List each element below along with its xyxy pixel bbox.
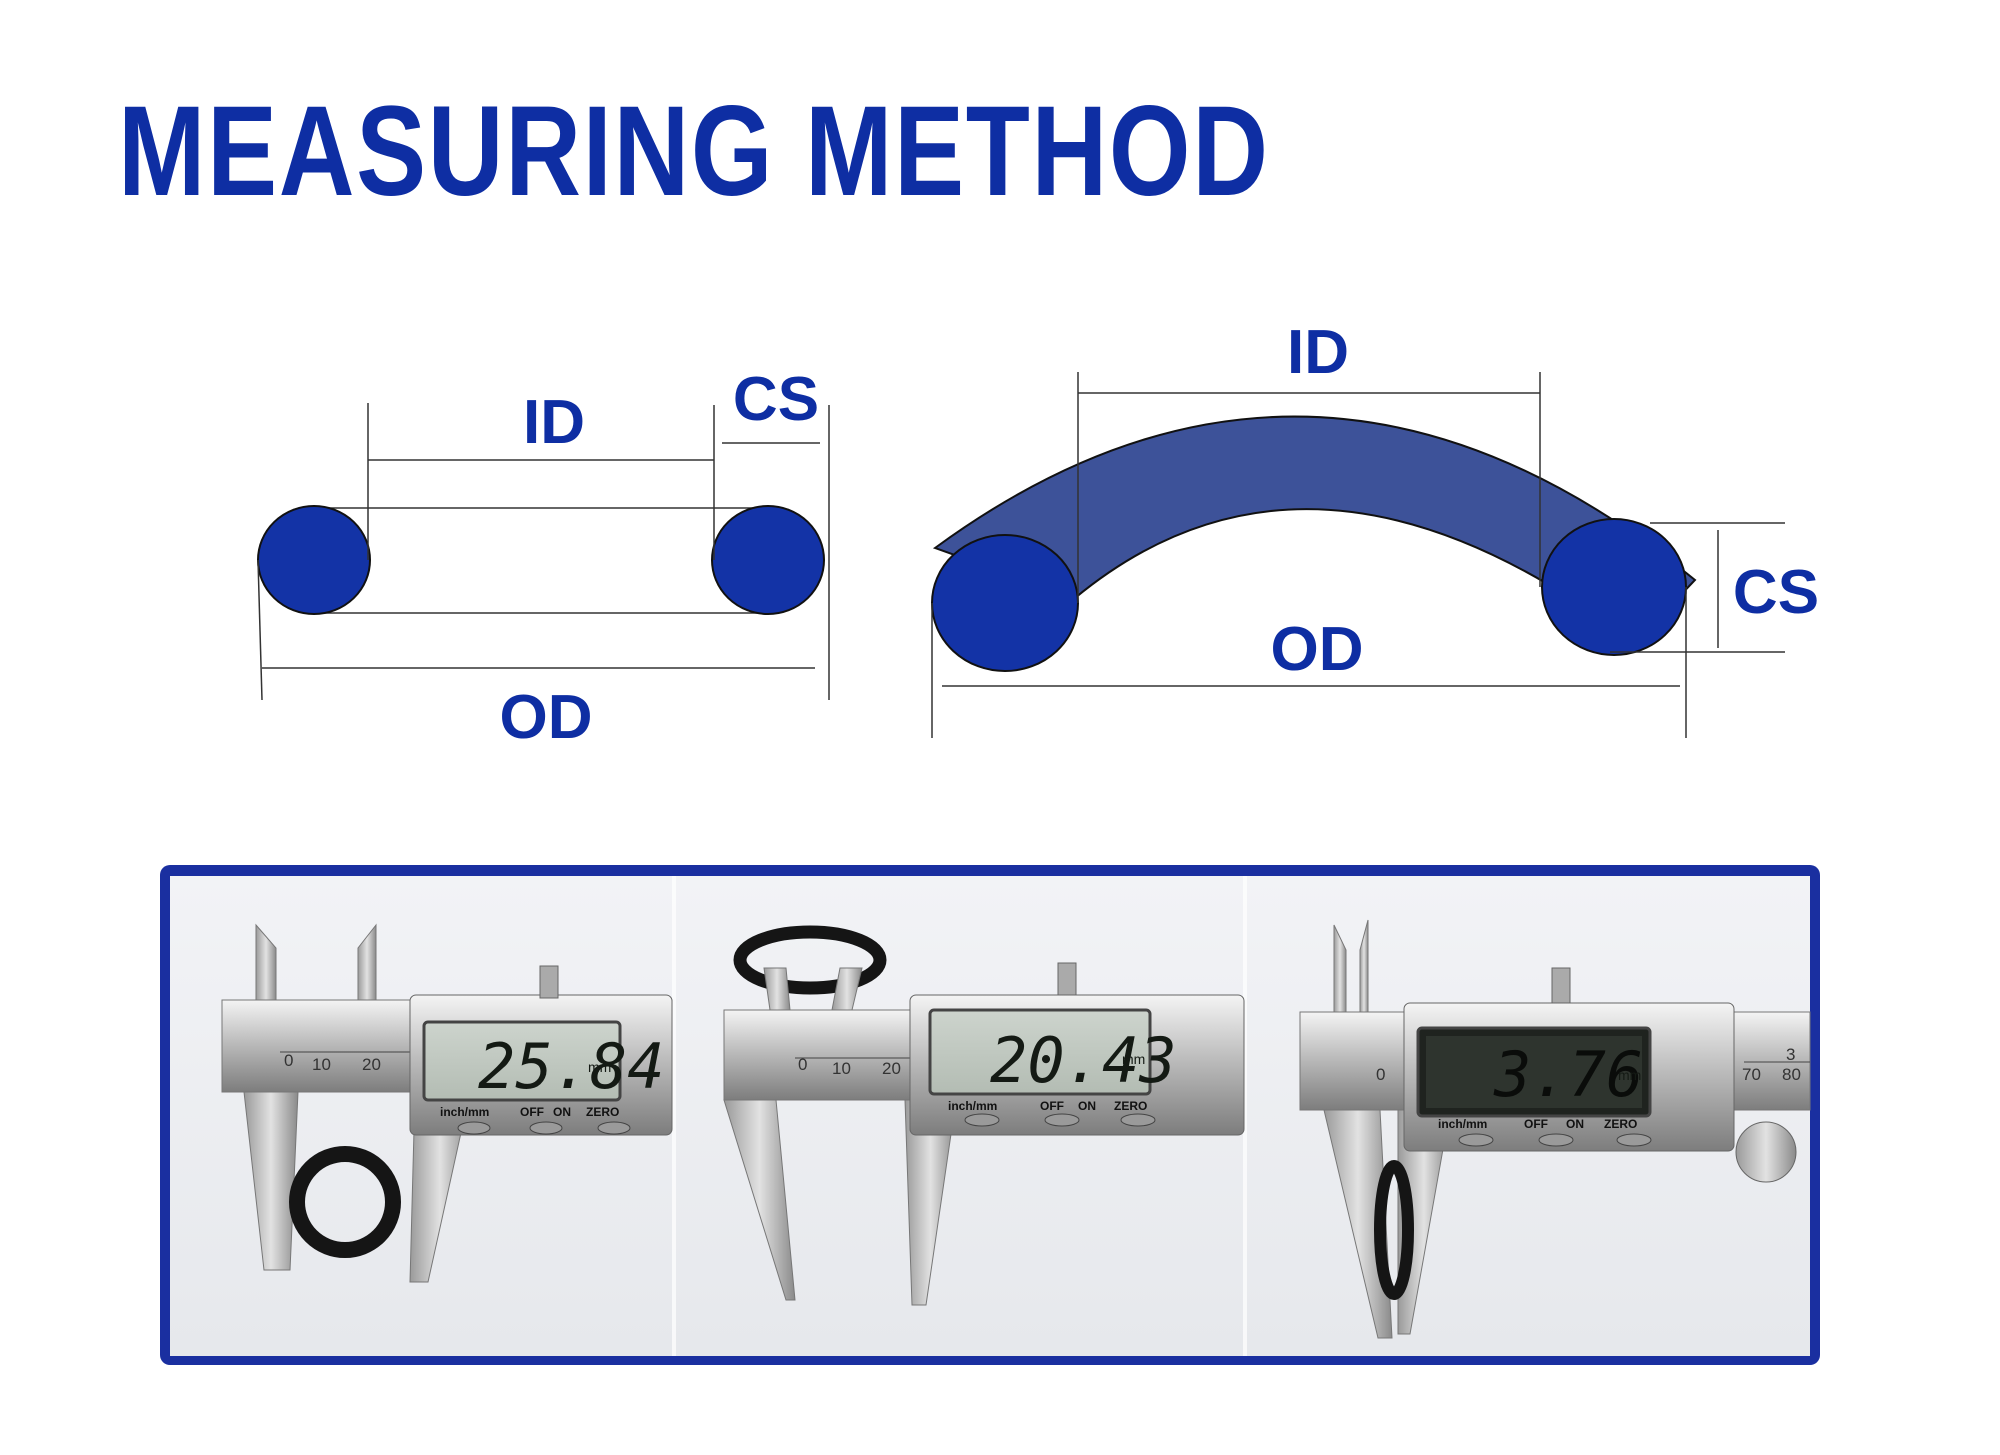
on-label: ON <box>1078 1099 1096 1113</box>
caliper-reading: 20.43 <box>990 1024 1177 1097</box>
right-cross-section-circle <box>711 505 825 615</box>
on-off-button <box>1538 1133 1574 1147</box>
on-label: ON <box>553 1105 571 1119</box>
scale-label: 80 <box>1782 1065 1801 1084</box>
lower-jaw-fixed <box>723 1099 796 1301</box>
caliper-reading: 3.76 <box>1493 1038 1643 1111</box>
inch-mm-label: inch/mm <box>948 1099 997 1113</box>
thumb-wheel <box>539 965 559 999</box>
arc-ring-diagram: ID CS OD <box>931 318 1819 738</box>
scale-label: 3 <box>1786 1045 1795 1064</box>
off-label: OFF <box>1040 1099 1064 1113</box>
lower-jaw-fixed <box>1323 1109 1393 1339</box>
zero-label: ZERO <box>586 1105 619 1119</box>
inch-mm-button <box>457 1121 491 1135</box>
inch-mm-label: inch/mm <box>440 1105 489 1119</box>
zero-button <box>1120 1113 1156 1127</box>
on-label: ON <box>1566 1117 1584 1131</box>
photo-divider-2 <box>1243 876 1247 1356</box>
scale-label: 10 <box>832 1059 851 1078</box>
o-ring-sample <box>289 1146 401 1258</box>
beam-scale: 0 10 20 <box>795 1055 910 1078</box>
lcd-display <box>422 1020 622 1102</box>
unit-label: mm <box>1618 1067 1641 1083</box>
on-off-button <box>1044 1113 1080 1127</box>
beam-scale: 0 10 20 <box>280 1051 410 1074</box>
left-ring-end-circle <box>931 534 1079 672</box>
ring-arc-body <box>932 415 1697 645</box>
unit-label: mm <box>588 1059 611 1075</box>
depth-wheel <box>1735 1121 1797 1183</box>
scale-label: 0 <box>1376 1065 1385 1084</box>
cs-label: CS <box>733 365 819 434</box>
lcd-display <box>928 1008 1152 1096</box>
caliper-photo-id: 0 10 20 20.43 mm inch/mm OFF ON ZERO <box>723 925 1245 1306</box>
zero-label: ZERO <box>1604 1117 1637 1131</box>
inch-mm-label: inch/mm <box>1438 1117 1487 1131</box>
caliper-reading: 25.84 <box>478 1030 665 1103</box>
left-cross-section-circle <box>257 505 371 615</box>
o-ring-sample <box>1374 1160 1414 1300</box>
lower-jaw-fixed <box>243 1091 299 1271</box>
od-label: OD <box>500 683 593 752</box>
photo-divider-1 <box>672 876 676 1356</box>
od-extension-left <box>257 559 263 701</box>
caliper-photo-cs: 0 70 80 3 3.76 mm inch/mm OFF ON ZERO <box>1299 919 1811 1339</box>
right-ring-end-circle <box>1541 518 1687 656</box>
scale-label: 0 <box>798 1055 807 1074</box>
caliper-photo-od: 0 10 20 25.84 mm inch/mm OFF ON ZERO <box>221 923 673 1283</box>
thumb-wheel <box>1057 962 1077 996</box>
scale-label: 70 <box>1742 1065 1761 1084</box>
caliper-photo-panel: 0 10 20 25.84 mm inch/mm OFF ON ZERO <box>160 865 1820 1365</box>
inch-mm-button <box>964 1113 1000 1127</box>
zero-label: ZERO <box>1114 1099 1147 1113</box>
scale-label: 10 <box>312 1055 331 1074</box>
id-label: ID <box>1287 318 1349 387</box>
lcd-screen <box>1426 1036 1642 1108</box>
on-off-button <box>529 1121 563 1135</box>
cs-label: CS <box>1733 558 1819 627</box>
inch-mm-button <box>1458 1133 1494 1147</box>
od-label: OD <box>1271 615 1364 684</box>
beam-scale: 0 70 80 3 <box>1376 1045 1810 1084</box>
o-ring-sample <box>733 925 887 995</box>
scale-label: 20 <box>362 1055 381 1074</box>
zero-button <box>597 1121 631 1135</box>
scale-label: 20 <box>882 1059 901 1078</box>
cross-section-diagram: ID CS OD <box>257 365 830 752</box>
page-title: MEASURING METHOD <box>118 80 1270 223</box>
id-label: ID <box>523 388 585 457</box>
zero-button <box>1616 1133 1652 1147</box>
unit-label: mm <box>1122 1051 1145 1067</box>
off-label: OFF <box>520 1105 544 1119</box>
off-label: OFF <box>1524 1117 1548 1131</box>
scale-label: 0 <box>284 1051 293 1070</box>
thumb-wheel <box>1551 967 1571 1004</box>
